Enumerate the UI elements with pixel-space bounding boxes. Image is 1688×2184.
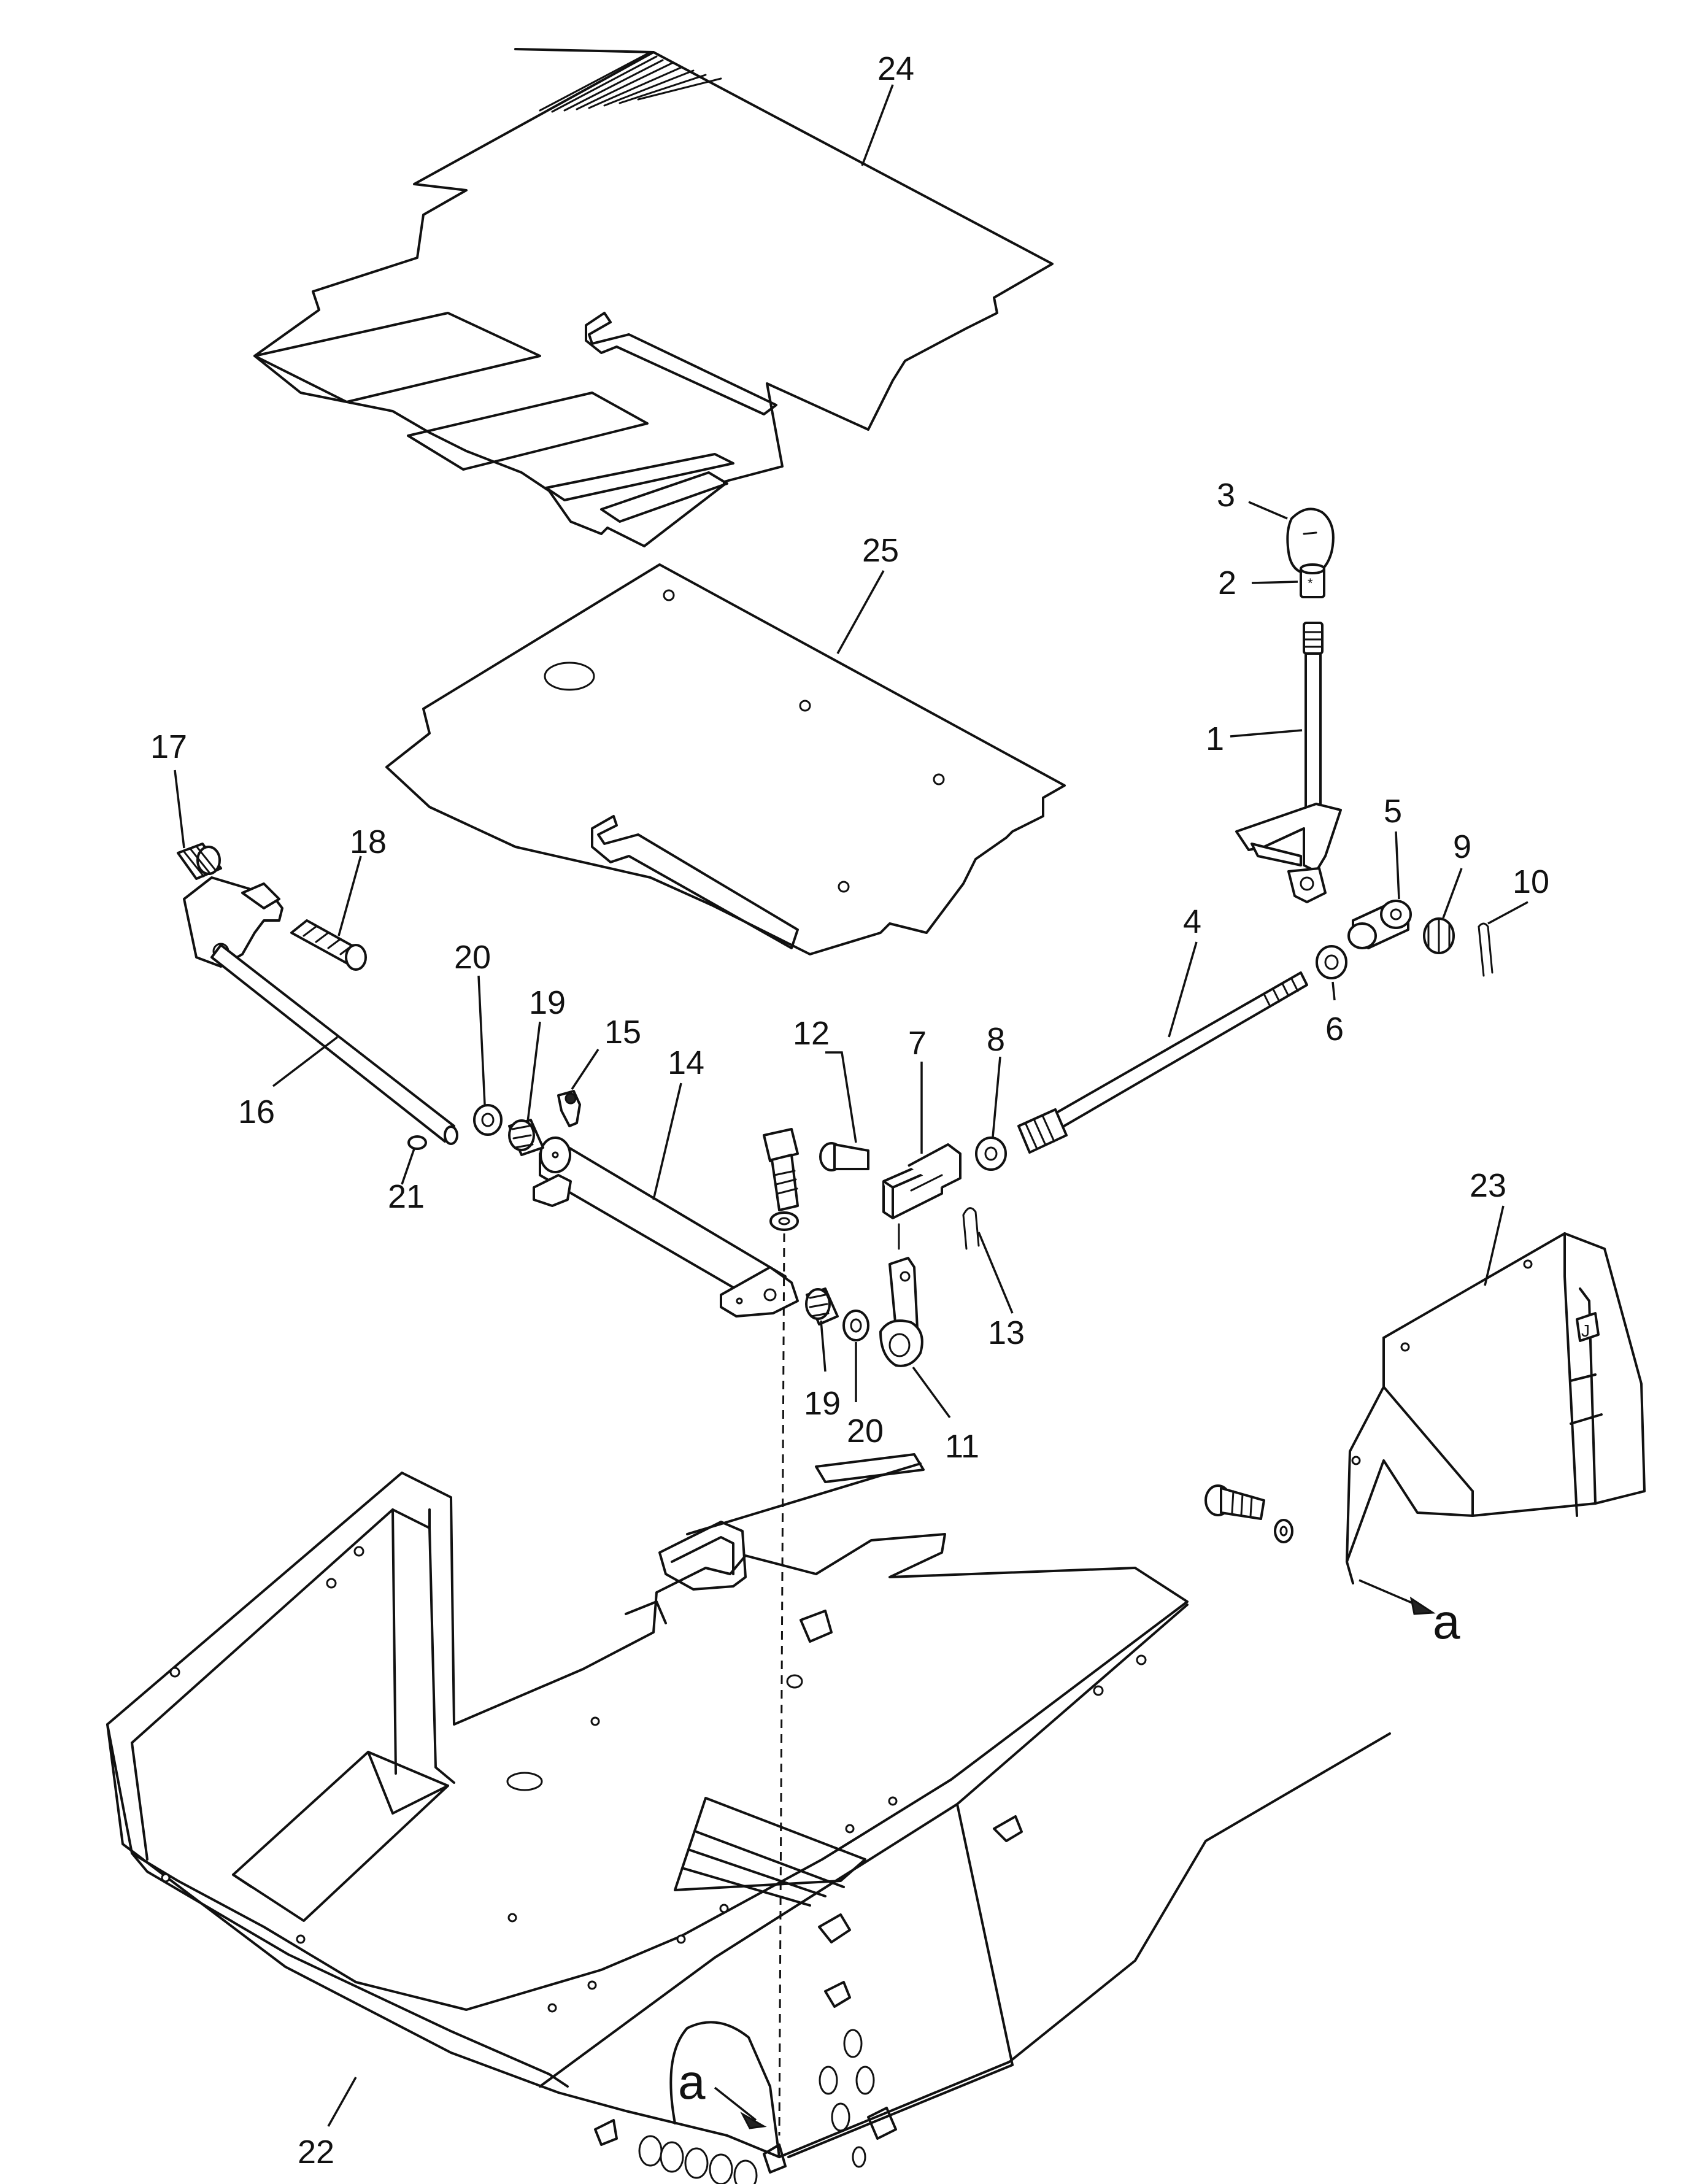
- clevis-7: [882, 1143, 962, 1219]
- rod-end-5: [1347, 900, 1412, 949]
- pedal-shaft-16: [183, 876, 458, 1145]
- bolt-center: [763, 1128, 799, 1231]
- grip-17: [177, 843, 222, 880]
- nut-2: *: [1300, 563, 1325, 598]
- bolt-cover: [1204, 1484, 1293, 1543]
- bushing-19-lower: [805, 1287, 839, 1325]
- floor-mat-24: [253, 48, 1054, 547]
- frame-22: [106, 1453, 1391, 2184]
- washer-20-upper: [473, 1104, 503, 1136]
- assembly-line: [778, 1233, 785, 2136]
- part-labels: 24 25 3 2 1 5 9 10 4 6 8 7 12 13 11 20 1…: [150, 50, 1549, 2170]
- label-19-upper: 19: [529, 984, 566, 1021]
- label-13: 13: [988, 1314, 1025, 1351]
- view-arrow-a-right: [1358, 1579, 1436, 1615]
- label-17: 17: [150, 728, 187, 765]
- snap-ring-21: [407, 1135, 427, 1150]
- cotter-pin-10: [1478, 922, 1493, 977]
- label-7: 7: [908, 1025, 927, 1062]
- view-arrow-a-bottom: [714, 2086, 767, 2129]
- label-20-upper: 20: [454, 939, 491, 976]
- cotter-pin-13: [962, 1207, 980, 1250]
- label-4: 4: [1183, 903, 1201, 940]
- lever-arm-11: [879, 1223, 923, 1367]
- svg-text:J: J: [1581, 1321, 1590, 1340]
- label-19-lower: 19: [804, 1385, 841, 1422]
- clevis-pin-12: [819, 1142, 869, 1171]
- washer-20-lower: [842, 1310, 869, 1341]
- view-label-a-right: a: [1433, 1594, 1460, 1649]
- label-20-lower: 20: [847, 1413, 884, 1449]
- label-10: 10: [1513, 863, 1549, 900]
- label-16: 16: [238, 1094, 275, 1130]
- label-23: 23: [1470, 1167, 1506, 1204]
- label-11: 11: [945, 1428, 979, 1465]
- leader-lines: [174, 84, 1528, 2127]
- label-25: 25: [862, 532, 899, 569]
- label-22: 22: [298, 2134, 334, 2170]
- label-2: 2: [1218, 565, 1236, 601]
- label-21: 21: [388, 1178, 425, 1215]
- svg-text:*: *: [1308, 576, 1313, 591]
- floor-plate-25: [385, 563, 1066, 955]
- label-5: 5: [1384, 793, 1402, 830]
- grip-18: [290, 919, 367, 971]
- label-14: 14: [668, 1044, 704, 1081]
- nut-6: [1316, 945, 1347, 979]
- nut-8: [975, 1136, 1007, 1171]
- side-cover-23: J: [1346, 1232, 1646, 1584]
- label-18: 18: [350, 824, 387, 860]
- label-6: 6: [1325, 1011, 1344, 1048]
- castle-nut-9: [1423, 917, 1455, 954]
- label-24: 24: [877, 50, 914, 87]
- label-12: 12: [793, 1015, 830, 1052]
- bushing-19-upper: [508, 1119, 544, 1156]
- shaft-housing-14: [533, 1136, 799, 1318]
- label-1: 1: [1206, 720, 1224, 757]
- rod-4: [1017, 971, 1308, 1154]
- grease-fitting-15: [557, 1090, 581, 1127]
- view-label-a-bottom: a: [678, 2055, 706, 2109]
- label-8: 8: [987, 1021, 1005, 1058]
- label-15: 15: [604, 1014, 641, 1051]
- label-9: 9: [1453, 828, 1471, 865]
- label-3: 3: [1217, 477, 1235, 514]
- shift-lever-1: [1235, 622, 1342, 903]
